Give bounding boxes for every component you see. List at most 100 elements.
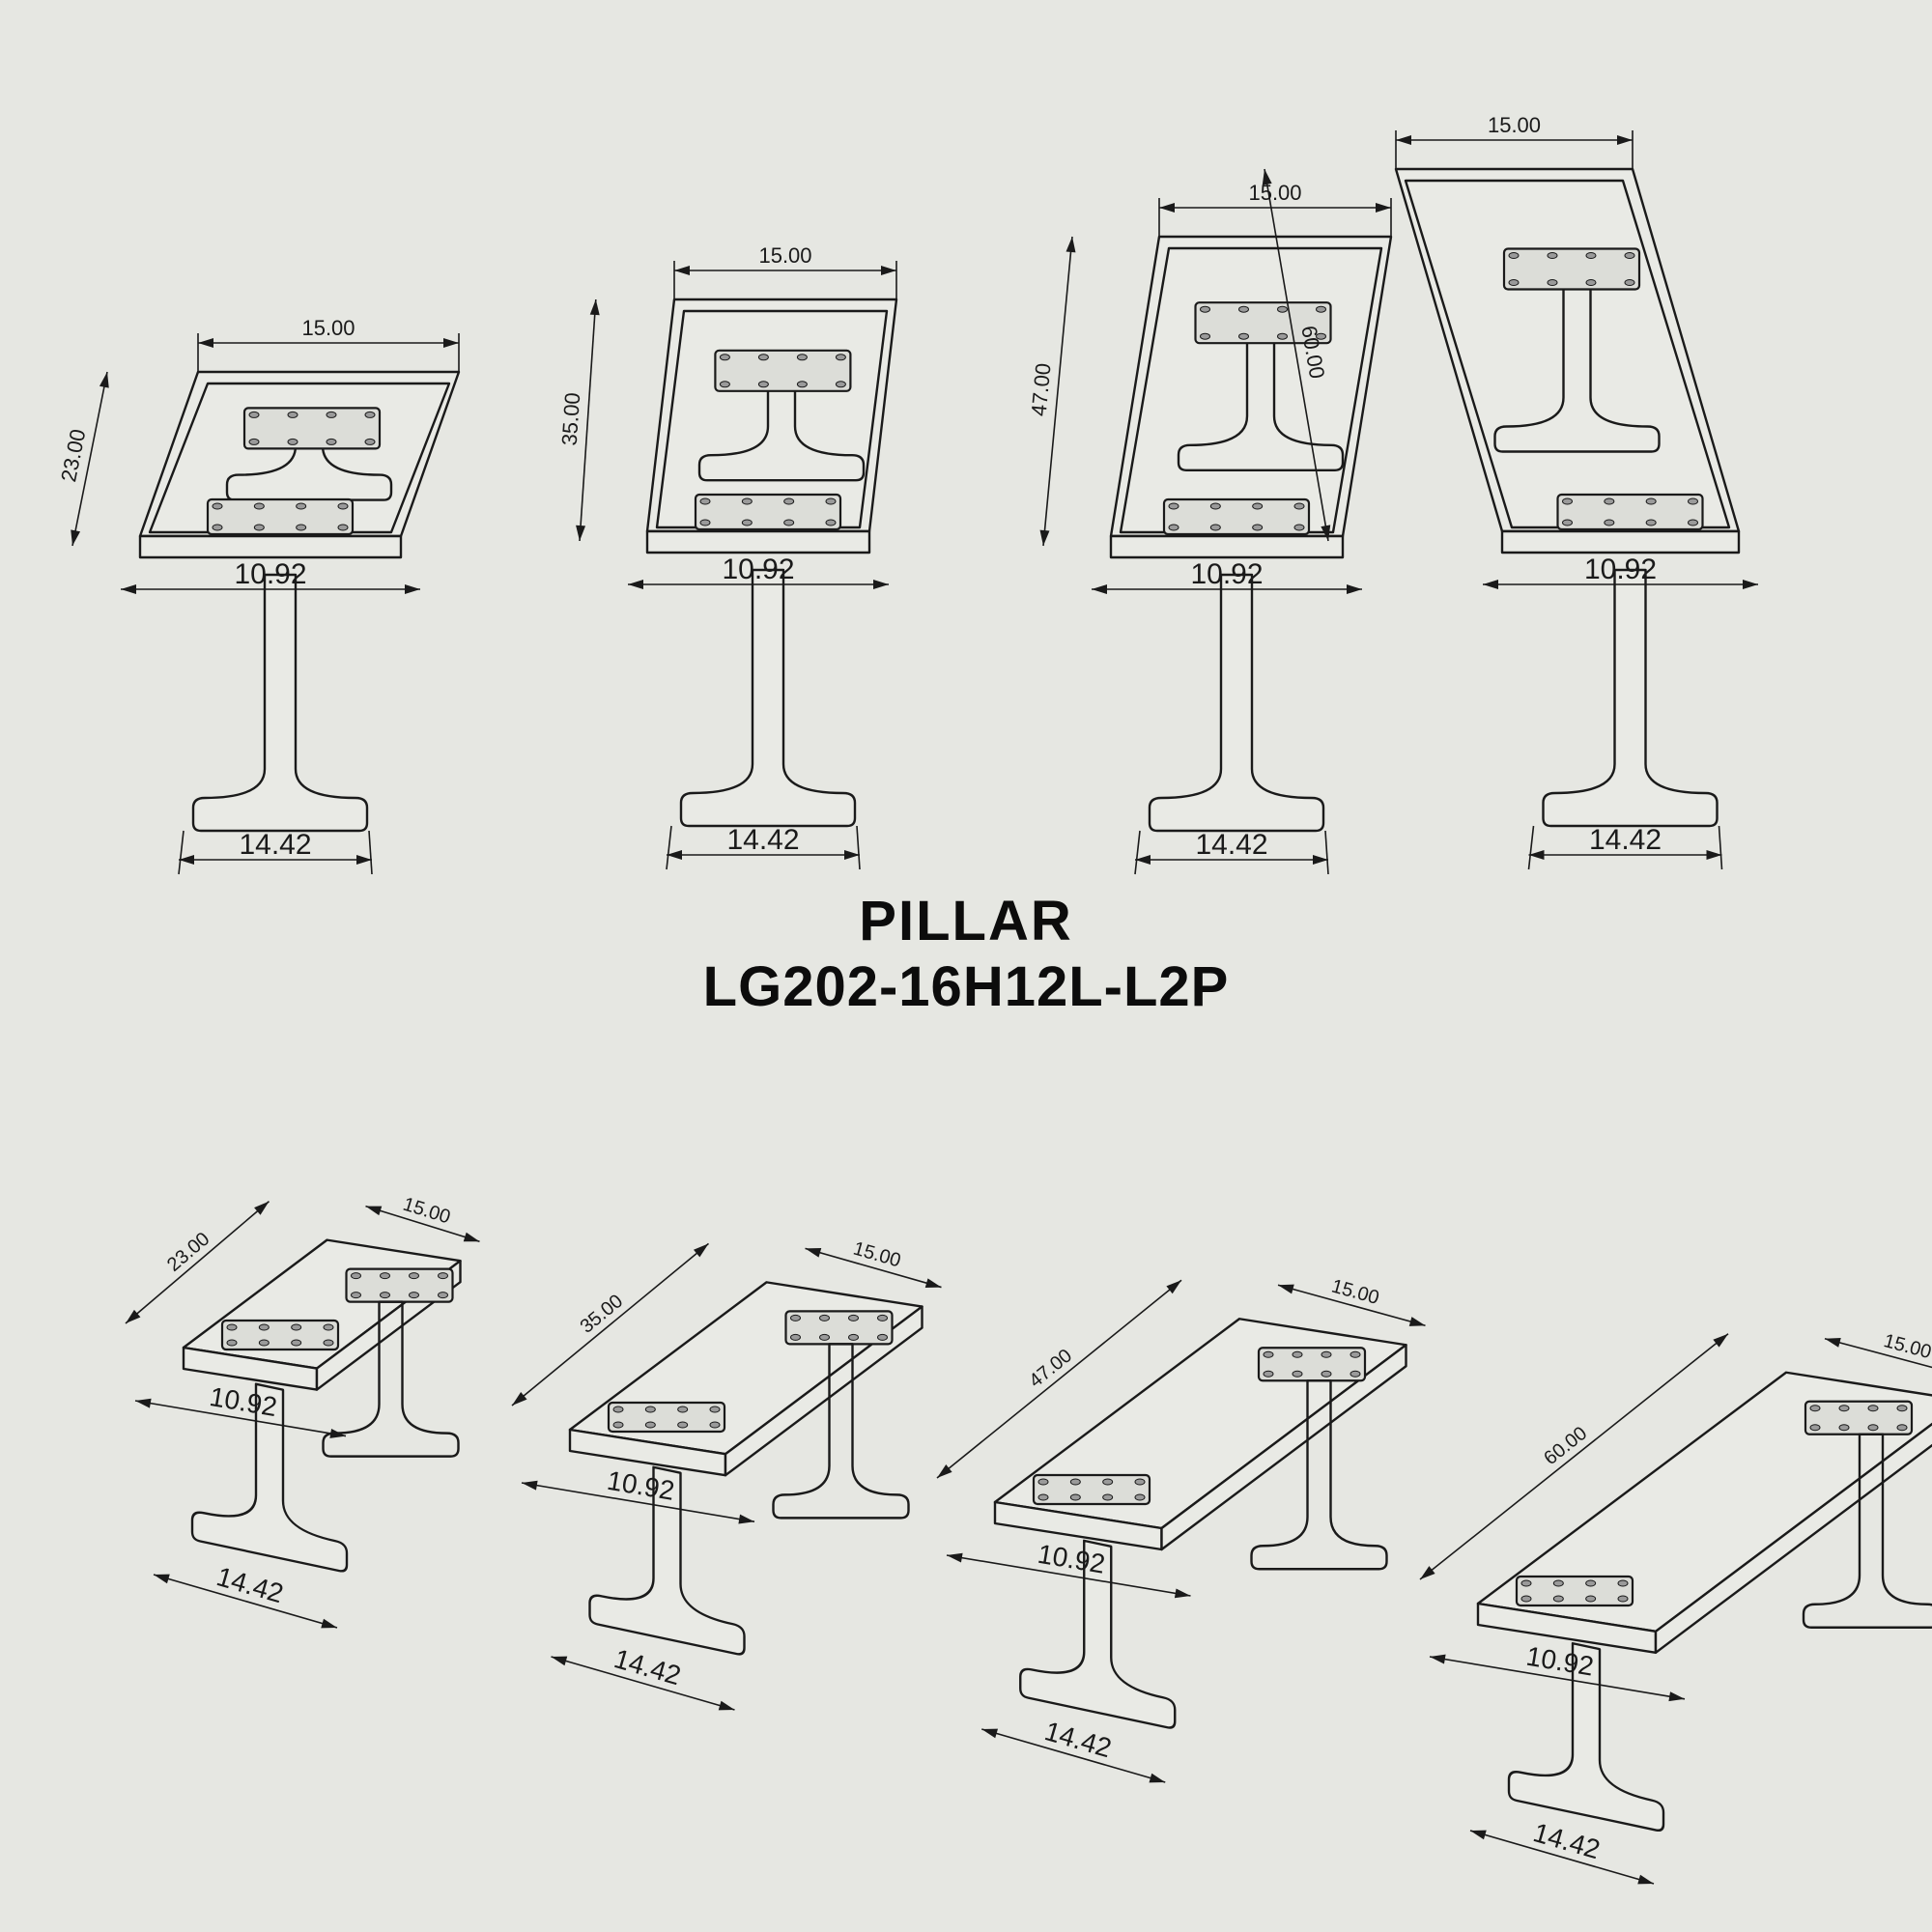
bolt-icon [296, 524, 307, 531]
dimension-arrow [1278, 1284, 1294, 1294]
bolt-icon [644, 1406, 656, 1413]
bolt-icon [364, 411, 376, 418]
dimension-arrow [924, 1278, 942, 1288]
bolt-icon [825, 497, 837, 505]
bolt-icon [1896, 1424, 1908, 1432]
bolt-icon [1134, 1493, 1146, 1501]
dimension-top-width-label: 10.92 [234, 558, 306, 590]
bolt-icon [1645, 497, 1657, 505]
dimension-base-width-label: 14.42 [1589, 824, 1662, 856]
upper-pillar-profile [225, 436, 393, 501]
title-block: PILLAR LG202-16H12L-L2P [0, 889, 1932, 1020]
extension-line [368, 830, 373, 875]
dimension-width-label: 15.00 [1248, 181, 1301, 205]
bolt-icon [409, 1272, 419, 1280]
bolt-icon [438, 1272, 448, 1280]
bolt-icon [1321, 1350, 1332, 1358]
dimension-line [134, 1400, 347, 1437]
bolt-icon [1624, 252, 1635, 259]
pillar-base [1542, 568, 1719, 828]
dimension-base-width-label: 14.42 [726, 824, 799, 856]
bolt-icon [1688, 519, 1698, 526]
upper-pillar-profile [1250, 1379, 1388, 1571]
dimension-line [125, 1201, 270, 1324]
mounting-plate [714, 349, 852, 392]
mounting-plate [1515, 1575, 1634, 1607]
bolt-icon [326, 411, 337, 418]
dimension-line [936, 1279, 1182, 1479]
bolt-icon [719, 381, 730, 388]
dimension-line [511, 1242, 710, 1406]
bolt-icon [1552, 1579, 1564, 1587]
bolt-icon [741, 497, 753, 505]
mounting-plate [607, 1401, 726, 1434]
dimension-arrow [1420, 1566, 1435, 1579]
dimension-arrow [512, 1391, 527, 1406]
dimension-arrow [551, 1656, 568, 1666]
tray-front-rim [1500, 529, 1741, 554]
dimension-line [365, 1205, 480, 1242]
tray-side-rim [724, 1305, 923, 1477]
dimension-line [521, 1482, 755, 1522]
bolt-icon [1069, 1493, 1081, 1501]
bolt-icon [677, 1421, 689, 1429]
mounting-plate [1194, 301, 1332, 345]
bolt-icon [1838, 1424, 1850, 1432]
dimension-arrow [947, 1552, 963, 1563]
mounting-plate [1804, 1400, 1914, 1435]
bolt-icon [253, 524, 265, 531]
bolt-icon [1838, 1405, 1850, 1412]
dimension-arrow [881, 266, 896, 275]
mounting-plate [1032, 1473, 1151, 1506]
mounting-plate [1502, 247, 1641, 291]
tray-inner-edge [148, 382, 451, 534]
dimension-base-width-label: 14.42 [1530, 1817, 1604, 1864]
dimension-arrow [1396, 135, 1411, 145]
bolt-icon [1292, 1370, 1303, 1378]
bolt-icon [1350, 1350, 1361, 1358]
bolt-icon [1547, 252, 1558, 259]
bolt-icon [323, 1323, 334, 1331]
bolt-icon [1252, 502, 1264, 510]
dimension-arrow [1092, 584, 1107, 594]
bolt-icon [1350, 1370, 1361, 1378]
bolt-icon [699, 497, 711, 505]
dimension-arrow [844, 850, 860, 860]
bolt-icon [612, 1421, 624, 1429]
dimension-arrow [1825, 1338, 1841, 1348]
dimension-height-label: 23.00 [56, 427, 90, 484]
pillar-base [679, 568, 857, 828]
bolt-icon [337, 502, 349, 510]
dimension-arrow [1313, 855, 1328, 865]
dimension-top-width-label: 10.92 [1584, 554, 1657, 585]
tray-inner-edge [1119, 246, 1383, 534]
bolt-icon [1617, 1595, 1629, 1603]
bolt-icon [709, 1421, 721, 1429]
bolt-icon [741, 519, 753, 526]
dimension-height-label: 35.00 [577, 1291, 628, 1338]
pillar-base [190, 1382, 349, 1573]
dimension-arrow [99, 372, 109, 388]
pillar-base [1019, 1539, 1177, 1729]
dimension-top-width-label: 10.92 [1190, 558, 1263, 590]
tray-outline [1109, 235, 1393, 538]
bolt-icon [1585, 1579, 1597, 1587]
bolt-icon [1520, 1595, 1532, 1603]
bolt-icon [1520, 1579, 1532, 1587]
bolt-icon [848, 1333, 859, 1341]
extension-line [1527, 825, 1535, 870]
mounting-plate [345, 1267, 454, 1303]
bolt-icon [364, 438, 376, 445]
dimension-arrow [463, 1232, 480, 1242]
extension-line [1718, 825, 1723, 870]
bolt-icon [1293, 502, 1305, 510]
dimension-arrow [1483, 580, 1498, 589]
bolt-icon [719, 354, 730, 361]
mounting-plate [694, 493, 842, 531]
dimension-arrow [1159, 203, 1175, 213]
bolt-icon [1037, 1478, 1049, 1486]
dimension-line [1429, 1656, 1686, 1700]
dimension-arrow [1135, 855, 1151, 865]
